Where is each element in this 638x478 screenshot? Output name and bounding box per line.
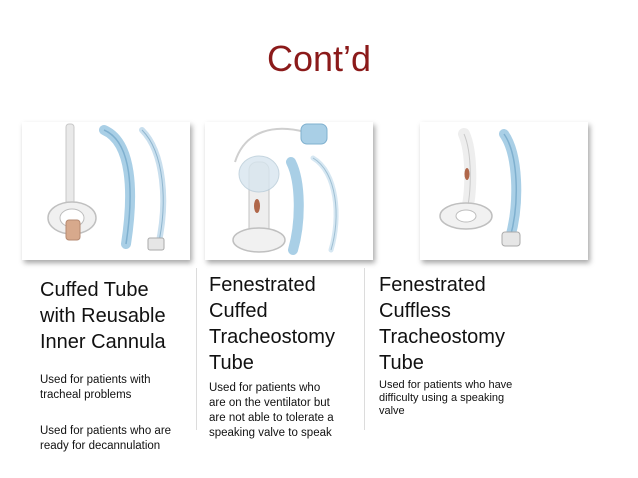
slide-title: Cont’d — [266, 38, 372, 79]
cuffed-tube-description-1: Used for patients with tracheal problems — [40, 374, 151, 401]
fenestrated-cuffless-tube-photo — [420, 122, 588, 260]
fenestrated-cuffless-description: Used for patients who have difficulty us… — [379, 379, 513, 417]
fenestrated-cuffed-tube-illustration — [205, 122, 373, 260]
cuffed-tube-photo — [22, 122, 190, 260]
fenestrated-cuffed-heading: Fenestrated Cuffed Tracheostomy Tube — [209, 274, 335, 374]
fenestrated-cuffless-heading: Fenestrated Cuffless Tracheostomy Tube — [379, 274, 505, 374]
column-divider-right — [364, 268, 365, 430]
cuffed-tube-description-2: Used for patients who are ready for deca… — [40, 425, 172, 452]
fenestrated-cuffed-description: Used for patients who are on the ventila… — [209, 382, 334, 439]
cuffed-tube-heading: Cuffed Tube with Reusable Inner Cannula — [40, 279, 166, 353]
fenestrated-cuffed-tube-photo — [205, 122, 373, 260]
column-divider-left — [196, 268, 197, 430]
cuffed-tube-illustration — [22, 122, 190, 260]
fenestrated-cuffless-tube-illustration — [420, 122, 588, 260]
